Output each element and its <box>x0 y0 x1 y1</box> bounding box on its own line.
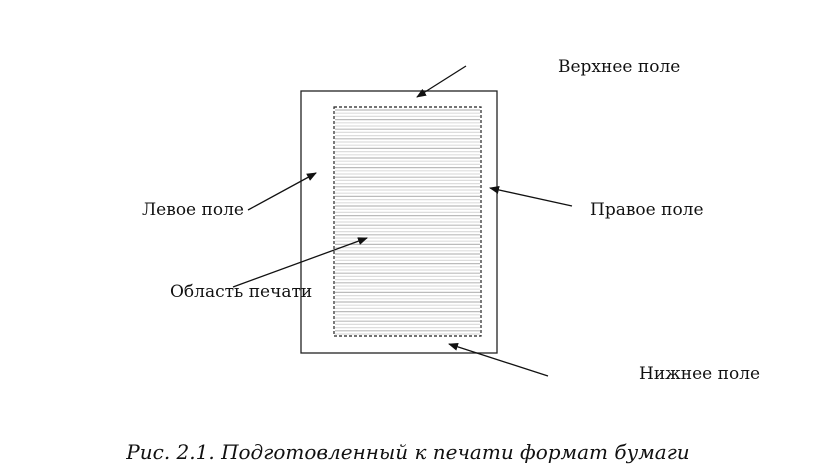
arrow-print-area <box>232 237 368 288</box>
arrow-top-margin <box>416 65 467 98</box>
arrow-right-margin <box>489 186 573 207</box>
label-bottom-margin: Нижнее поле <box>639 364 761 384</box>
figure-caption: Рис. 2.1. Подготовленный к печати формат… <box>126 440 690 464</box>
label-top-margin: Верхнее поле <box>558 57 681 77</box>
label-print-area: Область печати <box>170 282 313 302</box>
label-left-margin: Левое поле <box>142 200 244 220</box>
arrow-left-margin <box>247 172 317 211</box>
print-area-lines <box>335 109 480 335</box>
label-right-margin: Правое поле <box>590 200 704 220</box>
print-area <box>333 106 482 337</box>
arrow-bottom-margin <box>448 342 549 377</box>
